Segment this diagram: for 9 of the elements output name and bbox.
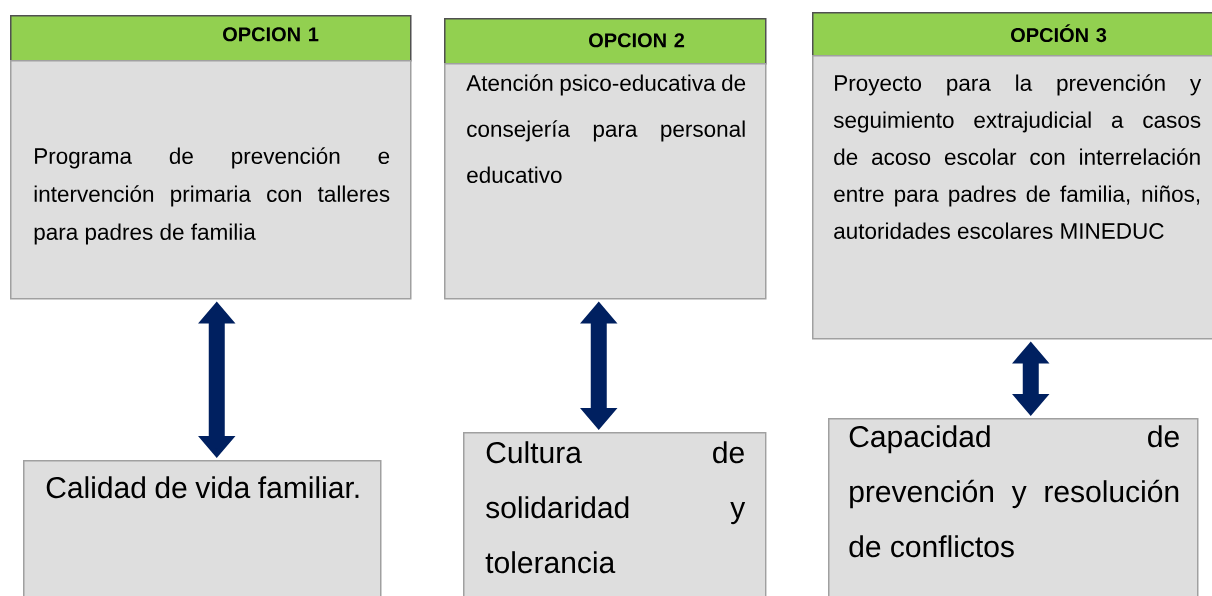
result-box: Calidad de vida familiar.	[23, 460, 382, 596]
option-box: Atención psico-educativa de consejería para personal educativo	[444, 63, 767, 300]
header-bar: OPCION 2	[444, 18, 767, 65]
result-box: Cultura de solidaridad y tolerancia	[463, 432, 767, 596]
header-bar: OPCIÓN 3	[812, 12, 1212, 57]
result-box: Capacidad de prevención y resolución de conflictos	[828, 418, 1199, 596]
option-box: Programa de prevención e intervención primaria con talleres para padres de familia	[10, 60, 412, 300]
option-box: Proyecto para la prevención y seguimiento extrajudicial a casos de acoso escolar con interrelación entre para padres de familia, niños, autoridades escolares MINEDUC	[812, 55, 1212, 340]
header-bar: OPCION 1	[10, 15, 412, 62]
